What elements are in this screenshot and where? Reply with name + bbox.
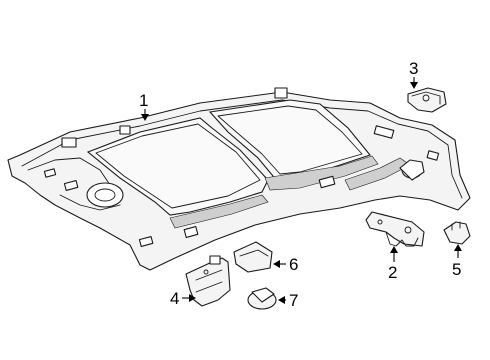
svg-text:6: 6	[289, 255, 298, 274]
part-2-bracket	[365, 211, 425, 247]
part-5-clip	[443, 221, 471, 245]
svg-text:7: 7	[289, 291, 298, 310]
part-4-holder	[185, 255, 231, 307]
callout-2: 2	[388, 246, 398, 282]
callout-5: 5	[452, 244, 462, 279]
svg-text:4: 4	[170, 289, 179, 308]
part-7-cap	[247, 287, 277, 310]
svg-text:2: 2	[388, 263, 397, 282]
callout-1: 1	[139, 91, 149, 121]
svg-text:1: 1	[139, 91, 148, 110]
callout-6: 6	[273, 255, 298, 274]
callout-4: 4	[170, 289, 196, 308]
part-1-headliner	[7, 87, 471, 271]
part-3-clip	[407, 87, 447, 113]
callout-7: 7	[278, 291, 298, 310]
callout-3: 3	[409, 59, 418, 89]
part-6-cover	[233, 241, 273, 273]
svg-text:5: 5	[452, 260, 461, 279]
svg-text:3: 3	[409, 59, 418, 78]
